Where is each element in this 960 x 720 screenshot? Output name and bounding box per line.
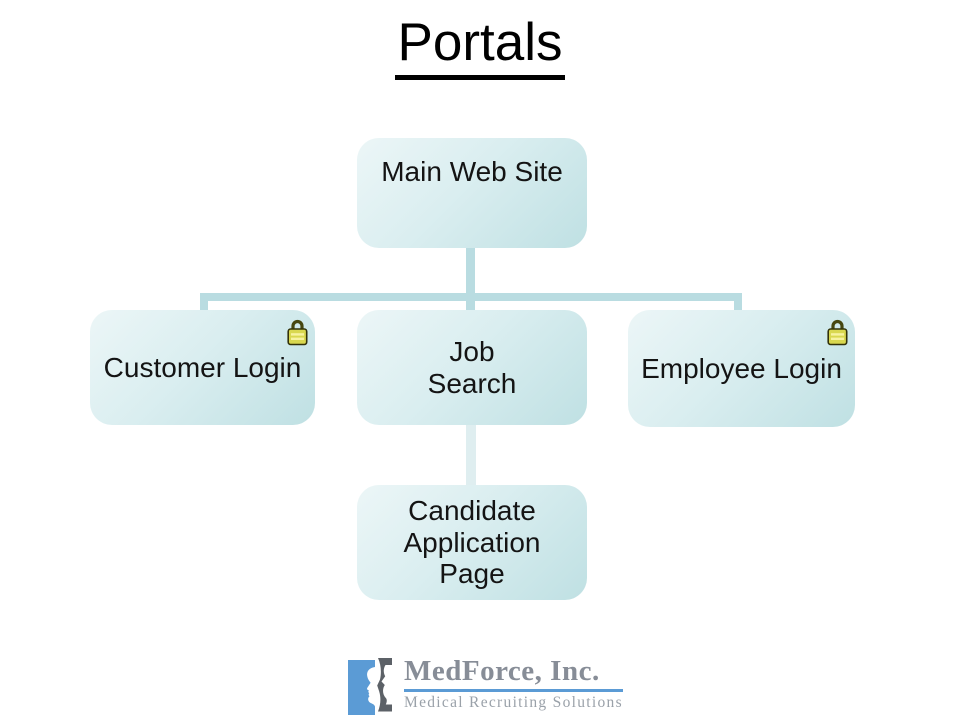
- connector-horizontal: [200, 293, 742, 301]
- node-main-web-site: Main Web Site: [357, 138, 587, 248]
- medforce-faces-icon: [348, 658, 392, 715]
- node-job-search: Job Search: [357, 310, 587, 425]
- node-employee-login: Employee Login: [628, 310, 855, 427]
- padlock-icon: [287, 319, 308, 346]
- page-title: Portals: [0, 12, 960, 80]
- company-tagline: Medical Recruiting Solutions: [404, 694, 623, 712]
- padlock-icon: [827, 319, 848, 346]
- node-candidate-application-page: Candidate Application Page: [357, 485, 587, 600]
- connector-stub-right: [734, 293, 742, 311]
- company-logo: MedForce, Inc. Medical Recruiting Soluti…: [347, 655, 623, 717]
- logo-divider: [404, 689, 623, 693]
- company-name: MedForce, Inc.: [404, 655, 600, 687]
- node-label: Customer Login: [103, 351, 302, 383]
- node-label: Employee Login: [641, 352, 842, 384]
- logo-text-block: MedForce, Inc. Medical Recruiting Soluti…: [404, 655, 623, 712]
- page-title-text: Portals: [394, 13, 566, 80]
- connector-stub-left: [200, 293, 208, 311]
- node-label: Candidate Application Page: [403, 495, 541, 590]
- node-label: Job Search: [427, 336, 517, 399]
- connector-root-vertical: [466, 247, 475, 310]
- node-label: Main Web Site: [381, 156, 563, 187]
- node-customer-login: Customer Login: [90, 310, 315, 425]
- connector-leaf-vertical: [466, 424, 476, 486]
